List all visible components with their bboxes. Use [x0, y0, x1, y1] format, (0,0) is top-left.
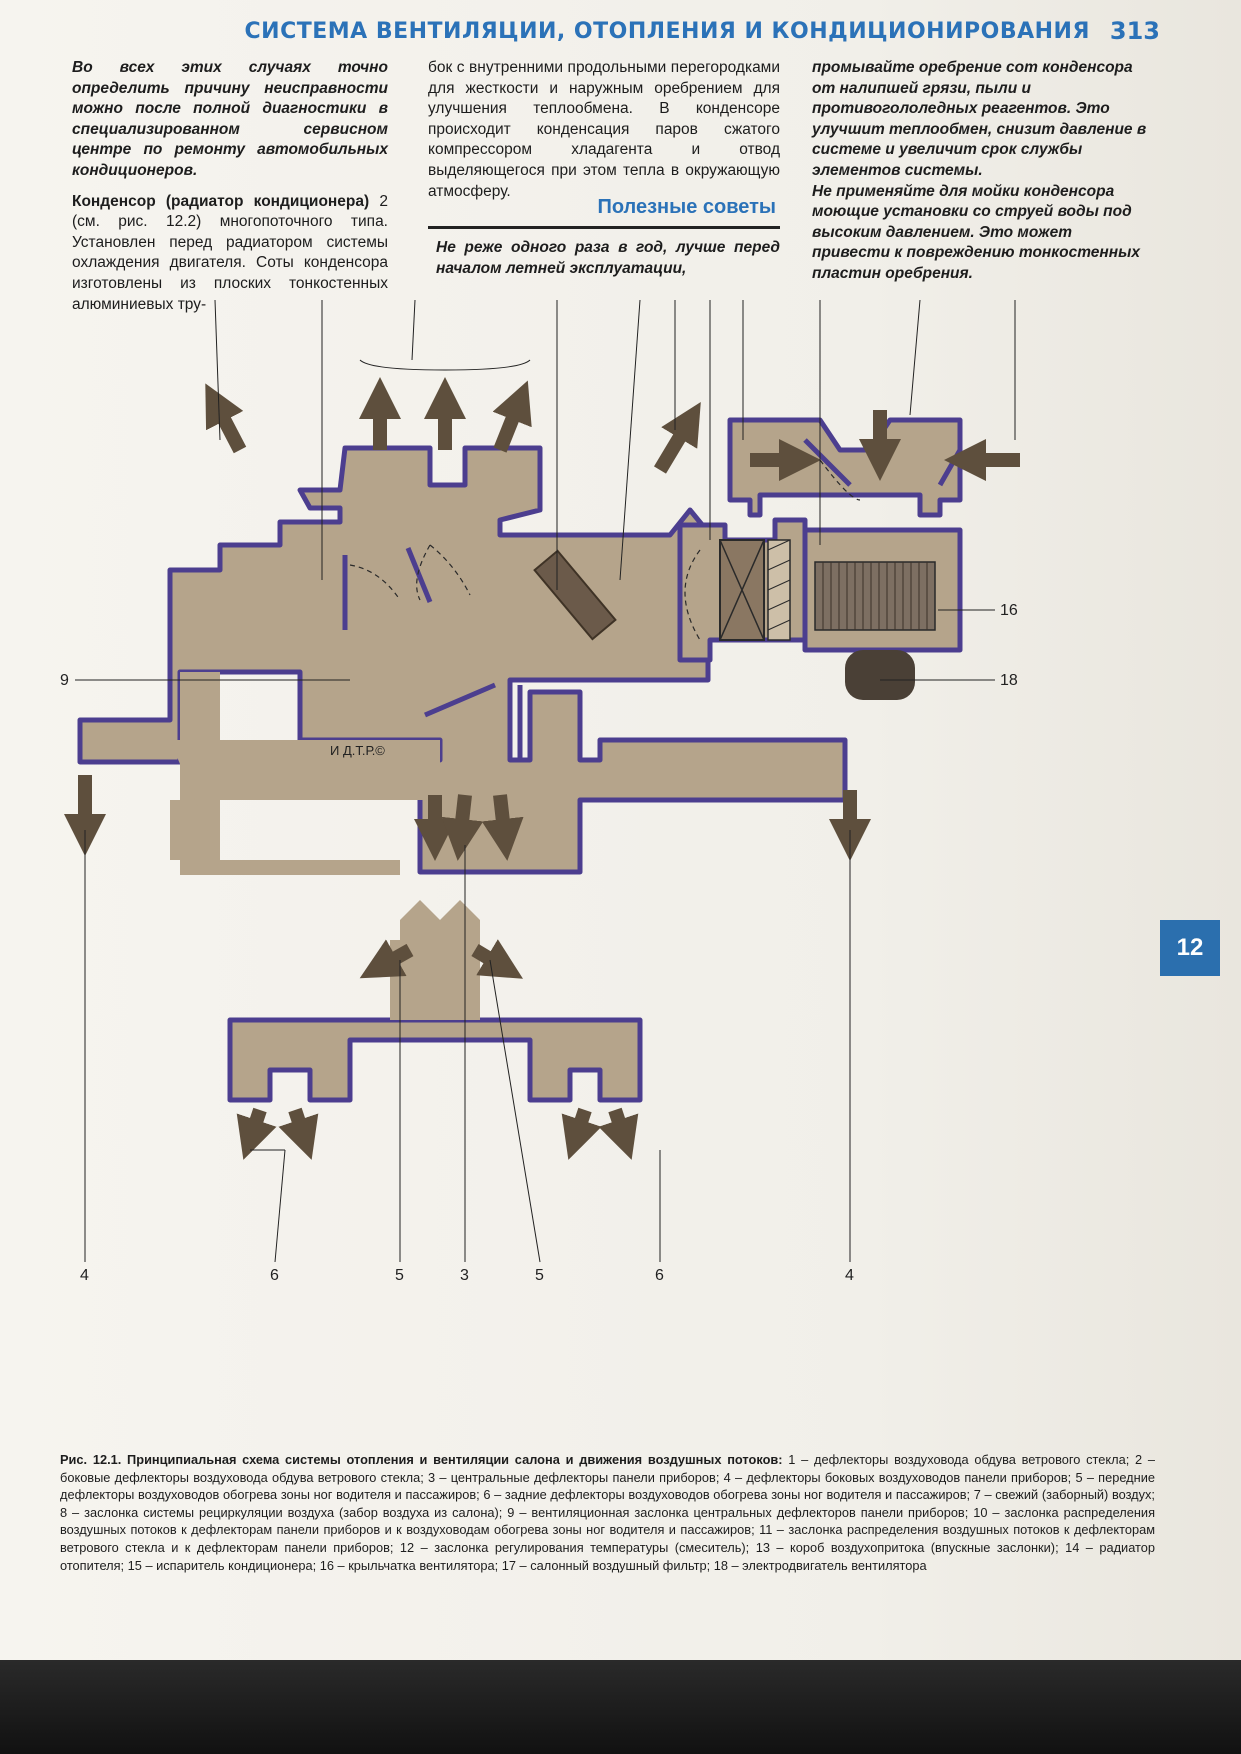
duct-body [77, 417, 963, 1103]
evaporator-15 [719, 539, 765, 641]
fan-impeller-16 [814, 561, 936, 631]
airflow-arrows [64, 377, 1020, 1160]
text-column-3: промывайте оребрение сот конденсора от н… [812, 58, 1152, 285]
cabin-filter-17 [767, 539, 791, 641]
tip-second: Не применяйте для мойки конденсора моющи… [812, 182, 1140, 282]
condenser-paragraph: Конденсор (радиатор кондиционера) 2 (см.… [72, 192, 388, 316]
fan-motor-18 [845, 650, 915, 700]
header-title: СИСТЕМА ВЕНТИЛЯЦИИ, ОТОПЛЕНИЯ И КОНДИЦИО… [244, 18, 1090, 44]
caption-title: Рис. 12.1. Принципиальная схема системы … [60, 1452, 783, 1467]
ventilation-diagram: 2 10 11 1 14 12 2 15 8 17 13 7 13 8 16 1… [60, 300, 1020, 1284]
label-9: 9 [60, 672, 69, 689]
text-column-2: бок с внутренними продольными перегородк… [428, 58, 780, 202]
running-header: СИСТЕМА ВЕНТИЛЯЦИИ, ОТОПЛЕНИЯ И КОНДИЦИО… [245, 10, 1160, 52]
intro-paragraph: Во всех этих случаях точно определить пр… [72, 59, 388, 179]
caption-text: 1 – дефлекторы воздуховода обдува ветров… [60, 1452, 1155, 1573]
tip-start: Не реже одного раза в год, лучше перед н… [436, 238, 780, 279]
flap-11 [405, 547, 433, 603]
leader-lines [75, 300, 1016, 1263]
label-4-right: 4 [845, 1267, 854, 1284]
label-18: 18 [1000, 672, 1018, 689]
page-number: 313 [1109, 17, 1160, 45]
tip-text: Не реже одного раза в год, лучше перед н… [436, 239, 780, 277]
label-3: 3 [460, 1267, 469, 1284]
label-5-left: 5 [395, 1267, 404, 1284]
condenser-term: Конденсор (радиатор кондиционера) [72, 192, 370, 210]
section-title: Полезные советы [597, 196, 776, 218]
figure-caption: Рис. 12.1. Принципиальная схема системы … [60, 1451, 1155, 1574]
label-16: 16 [1000, 602, 1018, 619]
label-5-right: 5 [535, 1267, 544, 1284]
condenser-text: 2 (см. рис. 12.2) многопоточного типа. У… [72, 192, 388, 313]
heater-radiator-14 [533, 549, 617, 641]
chapter-tab: 12 [1160, 920, 1220, 976]
flap-9 [424, 682, 496, 718]
label-6-left: 6 [270, 1267, 279, 1284]
flap-paths [349, 459, 861, 641]
tip-continued: промывайте оребрение сот конденсора от н… [812, 59, 1147, 179]
scan-shadow [0, 1660, 1241, 1754]
callout-labels: 2 10 11 1 14 12 2 15 8 17 13 7 13 8 16 1… [60, 602, 1018, 1284]
condenser-continued: бок с внутренними продольными перегородк… [428, 59, 780, 200]
label-6-right: 6 [655, 1267, 664, 1284]
section-heading-box: Полезные советы [428, 196, 780, 229]
label-4-left: 4 [80, 1267, 89, 1284]
watermark: И Д.Т.Р.© [330, 743, 385, 758]
text-column-1: Во всех этих случаях точно определить пр… [72, 58, 388, 315]
